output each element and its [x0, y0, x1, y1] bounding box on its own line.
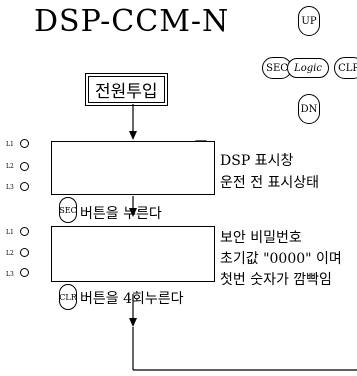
- clr-button-label: CLR: [59, 292, 77, 302]
- sec-button-icon[interactable]: SEC: [59, 197, 77, 223]
- led-l3: [20, 182, 29, 191]
- dn-key[interactable]: DN: [298, 94, 320, 124]
- display2-caption-3: 첫번 숫자가 깜빡임: [220, 272, 332, 288]
- led-l1: [20, 227, 29, 236]
- led-l2: [20, 162, 29, 171]
- led-label: L1: [6, 141, 14, 148]
- display1-panel: [51, 141, 215, 195]
- clr-key[interactable]: CLR: [334, 57, 357, 79]
- display2-caption-1: 보안 비밀번호: [220, 230, 302, 246]
- led-l3: [20, 268, 29, 277]
- clr-key-label: CLR: [338, 62, 357, 74]
- clr-button-icon[interactable]: CLR: [59, 284, 77, 310]
- led-l1: [20, 139, 29, 148]
- led-label: L3: [6, 184, 14, 191]
- led-l2: [20, 248, 29, 257]
- display2-instruction: 버튼을 4회누른다: [80, 291, 184, 307]
- led-label: L2: [6, 163, 14, 170]
- arrowhead-3: [129, 318, 137, 327]
- up-key-label: UP: [301, 15, 317, 27]
- display2-panel: [51, 226, 215, 282]
- power-on-label: 전원투입: [85, 73, 168, 106]
- display2-caption-2: 초기값 "0000" 이며: [220, 251, 342, 267]
- display1-caption-2: 운전 전 표시상태: [220, 175, 320, 191]
- sec-button-label: SEC: [59, 205, 77, 215]
- led-label: L3: [6, 271, 14, 278]
- logic-key-label: Logic: [294, 62, 322, 74]
- logic-key[interactable]: Logic: [287, 58, 329, 78]
- up-key[interactable]: UP: [298, 6, 320, 36]
- display1-caption-1: DSP 표시창: [220, 153, 294, 169]
- display1-instruction: 버튼을 누른다: [80, 206, 162, 222]
- sec-key-label: SEC: [266, 62, 288, 74]
- arrowhead-1: [129, 131, 137, 140]
- dn-key-label: DN: [300, 103, 318, 115]
- page-title: DSP-CCM-N: [34, 4, 230, 39]
- led-label: L1: [6, 229, 14, 236]
- led-label: L2: [6, 250, 14, 257]
- arrowhead-2: [129, 208, 137, 217]
